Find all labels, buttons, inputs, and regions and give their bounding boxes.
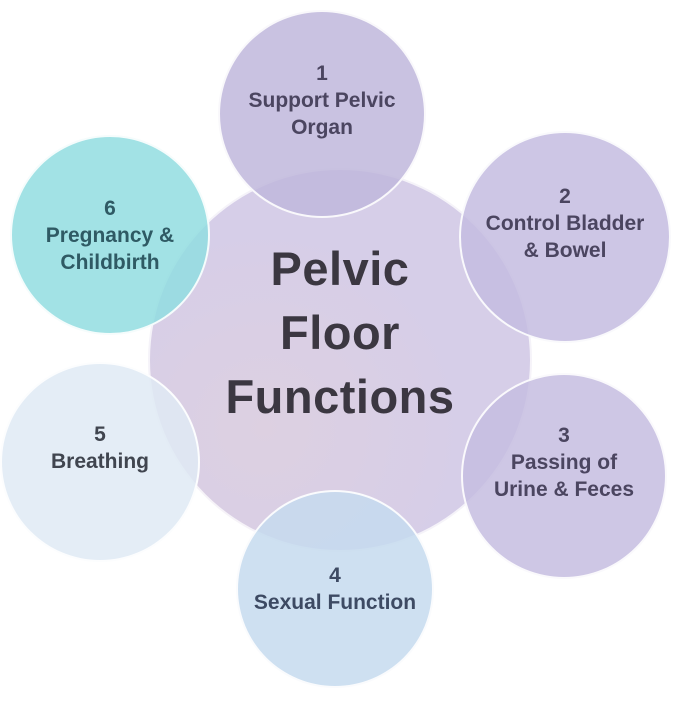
function-label-line: Organ (291, 115, 353, 139)
central-title: Pelvic Floor Functions (148, 237, 532, 429)
function-circle-passing-urine-feces: 3 Passing of Urine & Feces (461, 373, 667, 579)
function-label-line: Sexual Function (253, 591, 417, 614)
function-circle-pregnancy-childbirth: 6 Pregnancy & Childbirth (10, 135, 210, 335)
function-label-line: Urine & Feces (493, 477, 635, 501)
function-number: 4 (329, 564, 341, 587)
function-text: 5 Breathing (2, 421, 198, 475)
function-label-line: Passing of (510, 450, 618, 474)
function-label-line: Breathing (50, 450, 149, 473)
title-line: Functions (225, 370, 455, 423)
function-circle-sexual-function: 4 Sexual Function (236, 490, 434, 688)
function-number: 6 (104, 196, 116, 220)
title-line: Pelvic (270, 242, 410, 295)
function-text: 6 Pregnancy & Childbirth (12, 195, 208, 276)
function-text: 2 Control Bladder & Bowel (461, 183, 669, 264)
function-label-line: Control Bladder (485, 211, 645, 235)
function-label-line: Pregnancy & (45, 223, 175, 247)
function-number: 3 (558, 423, 570, 447)
function-text: 3 Passing of Urine & Feces (463, 422, 665, 503)
function-number: 1 (316, 61, 328, 85)
function-circle-breathing: 5 Breathing (0, 362, 200, 562)
function-text: 4 Sexual Function (238, 562, 432, 616)
function-circle-support-pelvic-organ: 1 Support Pelvic Organ (218, 10, 426, 218)
function-label-line: & Bowel (523, 238, 607, 262)
function-number: 5 (94, 423, 106, 446)
function-label-line: Childbirth (60, 250, 160, 274)
function-circle-control-bladder-bowel: 2 Control Bladder & Bowel (459, 131, 671, 343)
function-number: 2 (559, 184, 571, 208)
function-text: 1 Support Pelvic Organ (220, 60, 424, 141)
function-label-line: Support Pelvic (248, 88, 396, 112)
title-line: Floor (280, 306, 400, 359)
